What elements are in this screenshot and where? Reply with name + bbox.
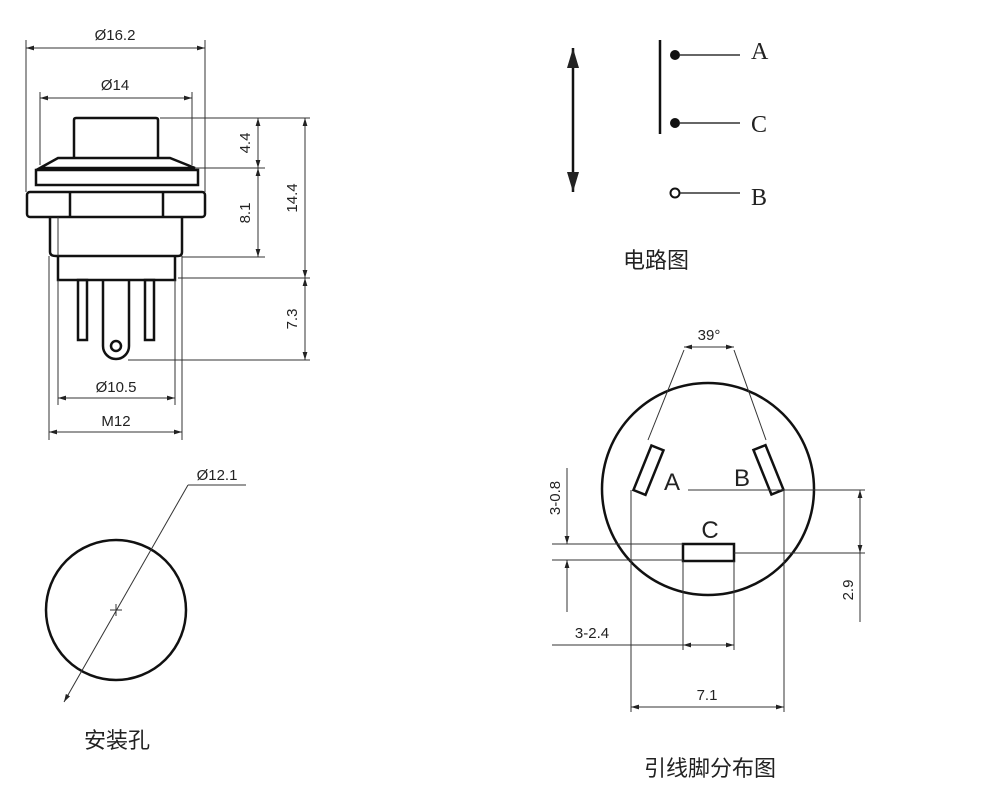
circuit-diagram: A C B 电路图 bbox=[567, 39, 769, 274]
dim-body-diameter: Ø10.5 bbox=[96, 379, 137, 396]
dim-cap-height: 4.4 bbox=[237, 133, 254, 154]
dim-outer-diameter: Ø16.2 bbox=[95, 27, 136, 44]
dim-thread: M12 bbox=[101, 413, 130, 430]
mount-hole: Ø12.1 安装孔 bbox=[44, 467, 246, 754]
dim-pin-thickness: 3-0.8 bbox=[547, 481, 564, 515]
pin-angle: 39° bbox=[698, 327, 721, 344]
dim-pin-offset: 2.9 bbox=[840, 580, 857, 601]
pinout-caption: 引线脚分布图 bbox=[644, 757, 776, 782]
terminal-label-a: A bbox=[751, 39, 769, 65]
terminal-label-c: C bbox=[751, 112, 767, 138]
side-view: Ø16.2 Ø14 4.4 bbox=[25, 27, 310, 440]
terminal-dot-c bbox=[670, 118, 680, 128]
pin-label-a: A bbox=[664, 469, 680, 496]
pin-b bbox=[751, 443, 786, 497]
dim-body-height: 8.1 bbox=[237, 203, 254, 224]
circuit-caption: 电路图 bbox=[623, 249, 689, 274]
dim-total-height: 14.4 bbox=[284, 183, 301, 212]
pinout-diagram: 39° A B C 2.9 3-0.8 3-2.4 7.1 引线脚分布图 bbox=[547, 327, 865, 782]
terminal-dot-a bbox=[670, 50, 680, 60]
switch-body bbox=[25, 116, 207, 361]
terminal-label-b: B bbox=[751, 185, 767, 211]
dim-hole-diameter: Ø12.1 bbox=[197, 467, 238, 484]
pin-label-b: B bbox=[734, 465, 750, 492]
terminal-dot-b bbox=[669, 187, 681, 199]
dim-pin-length: 7.3 bbox=[284, 309, 301, 330]
pin-c bbox=[681, 542, 736, 563]
pin-a bbox=[631, 443, 666, 497]
mount-hole-caption: 安装孔 bbox=[84, 729, 150, 754]
dim-pin-width: 3-2.4 bbox=[575, 625, 609, 642]
dim-pin-spacing: 7.1 bbox=[697, 687, 718, 704]
dim-cap-diameter: Ø14 bbox=[101, 77, 129, 94]
pin-label-c: C bbox=[701, 517, 718, 544]
